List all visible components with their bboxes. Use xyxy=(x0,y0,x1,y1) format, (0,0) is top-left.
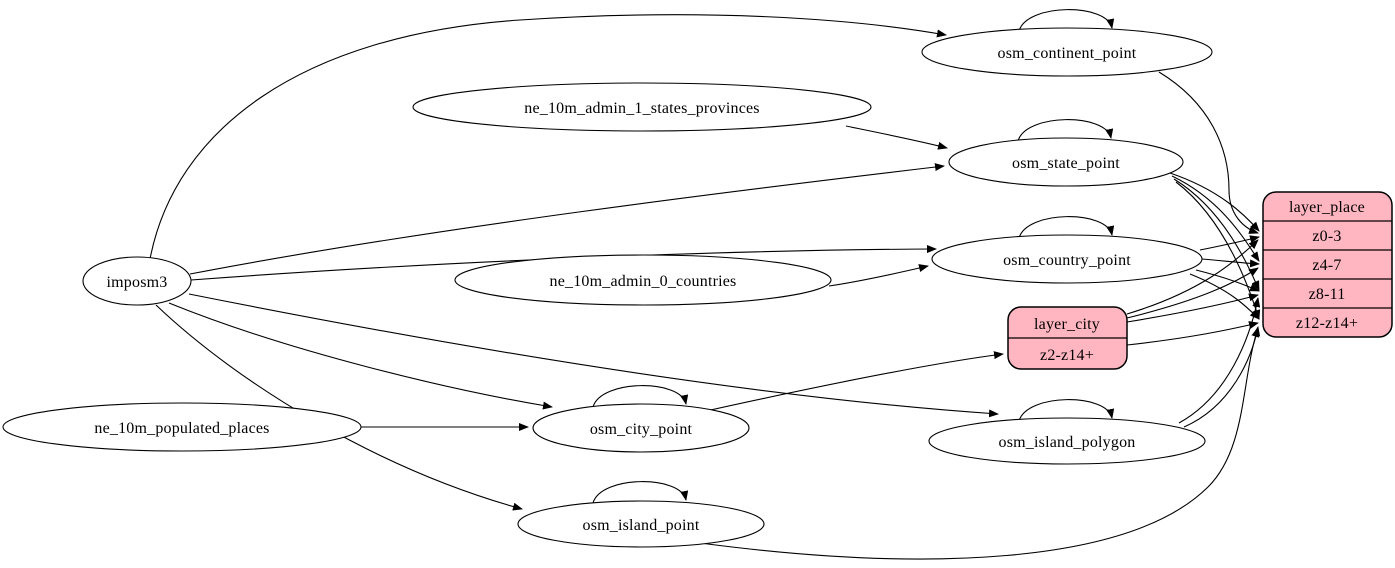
edge-osm_city_point-layer_city-z2-z14 xyxy=(705,351,1004,412)
osm_island_polygon-shape xyxy=(928,417,1206,465)
node-osm_island_polygon: osm_island_polygon xyxy=(928,417,1206,465)
osm_island_point-shape xyxy=(517,500,765,548)
self-loop-osm_island_polygon xyxy=(1018,399,1115,422)
ne_10m_admin_1_states_provinces-label: ne_10m_admin_1_states_provinces xyxy=(524,100,760,117)
ne_10m_populated_places-shape xyxy=(2,402,362,452)
osm_state_point-shape xyxy=(948,137,1184,187)
ne_10m_admin_0_countries-shape xyxy=(454,254,832,306)
edge-imposm3-osm_continent_point xyxy=(149,14,947,260)
ne_10m_admin_1_states_provinces-shape xyxy=(412,82,872,132)
edge-osm_state_point-layer_place-z4-7 xyxy=(1171,175,1260,262)
osm_state_point-label: osm_state_point xyxy=(1012,155,1120,172)
self-loop-osm_island_point xyxy=(592,481,689,504)
node-imposm3: imposm3 xyxy=(82,256,192,306)
edge-ne_10m_admin_0_countries-osm_country_point xyxy=(828,264,929,287)
node-osm_city_point: osm_city_point xyxy=(532,403,750,453)
node-osm_state_point: osm_state_point xyxy=(948,137,1184,187)
osm_country_point-shape xyxy=(931,234,1203,284)
imposm3-label: imposm3 xyxy=(107,274,168,291)
edge-osm_state_point-layer_place-z8-11 xyxy=(1173,178,1260,291)
self-loop-osm_continent_point xyxy=(1018,9,1115,32)
node-ne_10m_populated_places: ne_10m_populated_places xyxy=(2,402,362,452)
edge-osm_country_point-layer_place-z0-3 xyxy=(1199,235,1260,251)
edge-imposm3-osm_city_point xyxy=(168,302,553,410)
edge-ne_10m_admin_1_states_provinces-osm_state_point xyxy=(845,125,948,150)
layer_city-row-z2-z14: z2-z14+ xyxy=(1040,347,1094,364)
edge-layer_city-layer_place-z12-z14 xyxy=(1126,321,1259,346)
edge-osm_island_polygon-layer_place-z8-11 xyxy=(1178,297,1261,424)
layer_place-shape xyxy=(1262,191,1393,338)
layer_place-title: layer_place xyxy=(1289,199,1365,216)
edge-osm_state_point-layer_place-z0-3 xyxy=(1169,172,1260,232)
node-osm_island_point: osm_island_point xyxy=(517,500,765,548)
layer_place-row-z12-z14: z12-z14+ xyxy=(1296,315,1358,332)
layer_place-row-z4-7: z4-7 xyxy=(1312,257,1341,274)
osm_island_polygon-label: osm_island_polygon xyxy=(999,434,1136,451)
edge-layer_city-layer_place-z0-3 xyxy=(1126,239,1259,315)
ne_10m_populated_places-label: ne_10m_populated_places xyxy=(94,420,269,437)
layer_place-row-z8-11: z8-11 xyxy=(1309,286,1346,303)
node-layer_place: layer_place z0-3 z4-7 z8-11 z12-z14+ xyxy=(1262,191,1393,338)
osm_island_point-label: osm_island_point xyxy=(583,517,700,534)
self-loop-osm_country_point xyxy=(1018,216,1115,239)
osm_city_point-label: osm_city_point xyxy=(590,421,693,438)
imposm3-shape xyxy=(82,256,192,306)
osm_city_point-shape xyxy=(532,403,750,453)
edge-layer_city-layer_place-z8-11 xyxy=(1126,293,1259,323)
edge-osm_continent_point-layer_place-z0-3 xyxy=(1158,71,1259,234)
self-loop-osm_state_point xyxy=(1017,119,1114,142)
osm_country_point-label: osm_country_point xyxy=(1003,252,1131,269)
edge-osm_country_point-layer_place-z12-z14 xyxy=(1189,273,1260,320)
edge-imposm3-osm_state_point xyxy=(189,163,945,275)
edge-layer_city-layer_place-z4-7 xyxy=(1126,267,1259,319)
node-ne_10m_admin_1_states_provinces: ne_10m_admin_1_states_provinces xyxy=(412,82,872,132)
node-layer_city: layer_city z2-z14+ xyxy=(1007,306,1128,370)
edge-imposm3-osm_island_polygon xyxy=(188,293,999,418)
ne_10m_admin_0_countries-label: ne_10m_admin_0_countries xyxy=(550,273,737,290)
osm_continent_point-label: osm_continent_point xyxy=(998,45,1137,62)
node-osm_continent_point: osm_continent_point xyxy=(921,27,1213,77)
node-osm_country_point: osm_country_point xyxy=(931,234,1203,284)
node-ne_10m_admin_0_countries: ne_10m_admin_0_countries xyxy=(454,254,832,306)
layer_place-row-z0-3: z0-3 xyxy=(1312,228,1341,245)
edge-osm_island_point-layer_place-z12-z14 xyxy=(699,327,1260,560)
osm_continent_point-shape xyxy=(921,27,1213,77)
layer_city-title: layer_city xyxy=(1034,316,1100,333)
self-loop-osm_city_point xyxy=(592,385,689,408)
